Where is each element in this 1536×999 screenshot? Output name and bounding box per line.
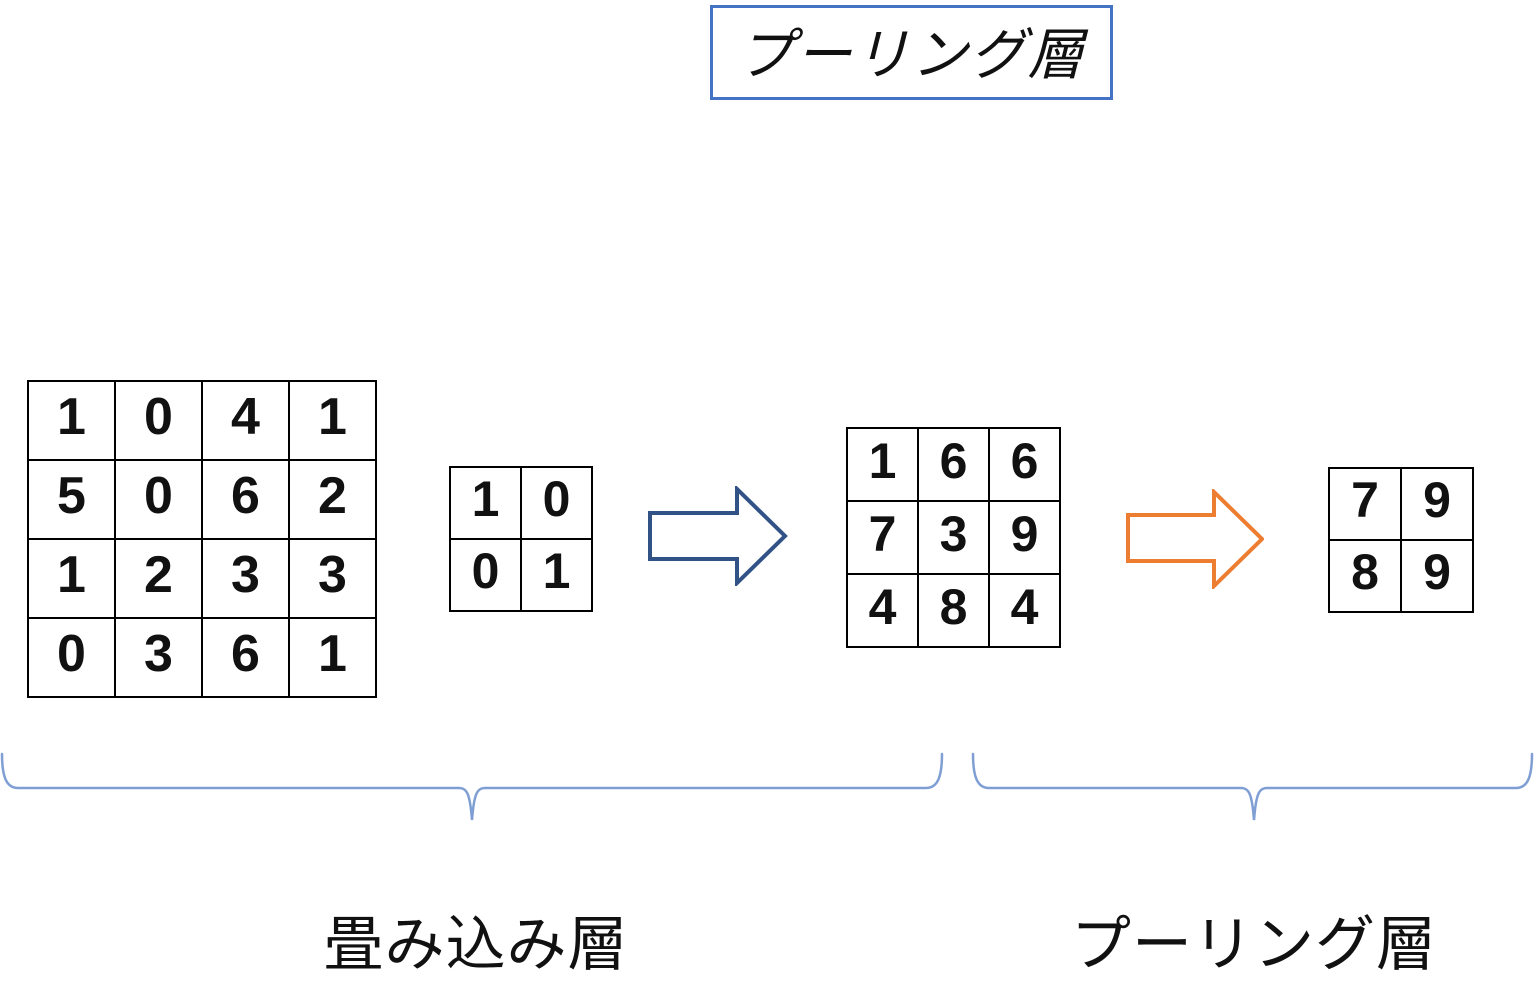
matrix-cell: 4: [989, 574, 1060, 647]
matrix-cell: 1: [847, 428, 918, 501]
right-arrow-shape: [648, 486, 788, 586]
matrix-cell: 2: [115, 539, 202, 618]
right-curly-brace-icon: [971, 752, 1534, 821]
matrix-cell: 6: [202, 460, 289, 539]
title-box: プーリング層: [710, 5, 1113, 100]
orange-right-arrow-icon: [1126, 489, 1264, 589]
matrix-cell: 1: [521, 539, 592, 611]
feature-map-matrix-3x3: 1 6 6 7 3 9 4 8 4: [846, 427, 1061, 648]
matrix-cell: 0: [521, 467, 592, 539]
matrix-cell: 4: [202, 381, 289, 460]
matrix-cell: 0: [450, 539, 521, 611]
matrix-cell: 9: [1401, 540, 1473, 612]
input-matrix-4x4: 1 0 4 1 5 0 6 2 1 2 3 3 0 3 6 1: [27, 380, 377, 698]
matrix-cell: 1: [28, 381, 115, 460]
matrix-cell: 5: [28, 460, 115, 539]
diagram-title: プーリング層: [737, 23, 1086, 86]
matrix-cell: 8: [1329, 540, 1401, 612]
matrix-cell: 9: [1401, 468, 1473, 540]
matrix-cell: 0: [115, 381, 202, 460]
curly-brace-shape: [971, 752, 1534, 821]
matrix-cell: 4: [847, 574, 918, 647]
matrix-cell: 1: [28, 539, 115, 618]
matrix-cell: 3: [202, 539, 289, 618]
matrix-cell: 3: [115, 618, 202, 697]
matrix-cell: 3: [289, 539, 376, 618]
pooling-layer-label: プーリング層: [1071, 911, 1437, 978]
kernel-matrix-2x2: 1 0 0 1: [449, 466, 593, 612]
matrix-cell: 3: [918, 501, 989, 574]
blue-right-arrow-icon: [648, 486, 788, 586]
matrix-cell: 1: [289, 618, 376, 697]
matrix-cell: 0: [28, 618, 115, 697]
matrix-cell: 6: [918, 428, 989, 501]
matrix-cell: 2: [289, 460, 376, 539]
convolution-layer-label: 畳み込み層: [323, 911, 629, 978]
matrix-cell: 1: [450, 467, 521, 539]
right-arrow-shape: [1126, 489, 1264, 589]
curly-brace-shape: [0, 752, 944, 821]
matrix-cell: 7: [847, 501, 918, 574]
matrix-cell: 6: [202, 618, 289, 697]
matrix-cell: 6: [989, 428, 1060, 501]
matrix-cell: 9: [989, 501, 1060, 574]
matrix-cell: 7: [1329, 468, 1401, 540]
left-curly-brace-icon: [0, 752, 944, 821]
matrix-cell: 1: [289, 381, 376, 460]
matrix-cell: 0: [115, 460, 202, 539]
pooled-output-matrix-2x2: 7 9 8 9: [1328, 467, 1474, 613]
matrix-cell: 8: [918, 574, 989, 647]
